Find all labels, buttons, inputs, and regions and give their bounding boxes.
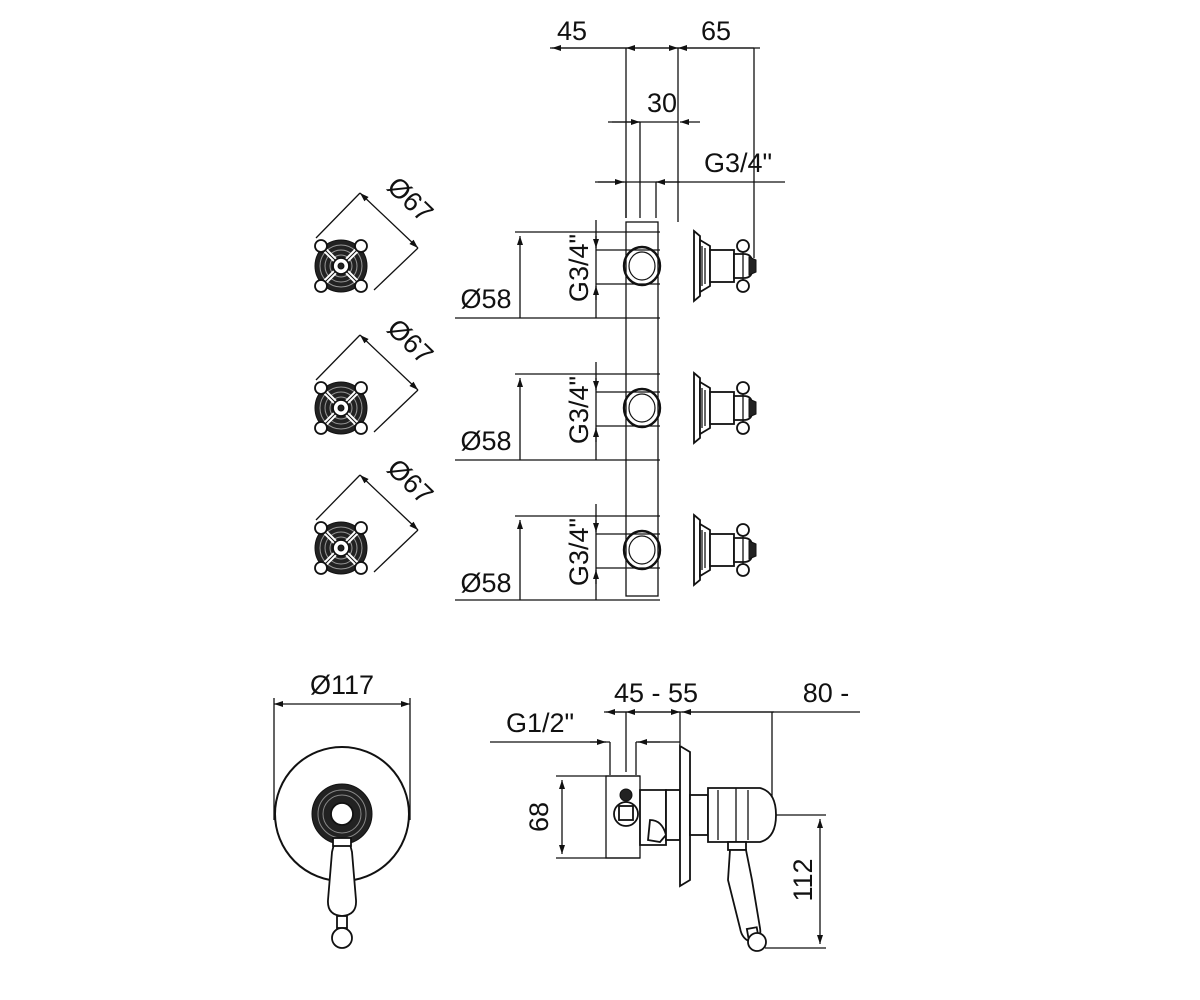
dim-rosette-d67-2: Ø67 xyxy=(381,313,439,370)
dim-thread-g34-vertical-2: G3/4" xyxy=(564,376,594,444)
valve-row-1 xyxy=(455,220,758,319)
dim-range-80: 80 - xyxy=(803,678,850,708)
dim-thread-g34-vertical-1: G3/4" xyxy=(564,234,594,302)
cross-handle-front-2 xyxy=(315,334,419,434)
dim-body-d58-2: Ø58 xyxy=(460,426,511,456)
dim-thread-g34-vertical-3: G3/4" xyxy=(564,518,594,586)
dim-rosette-d67-3: Ø67 xyxy=(381,453,439,510)
dim-thread-g34-horizontal: G3/4" xyxy=(704,148,772,178)
dim-plate-d117: Ø117 xyxy=(310,670,374,700)
cross-handle-front-1 xyxy=(315,192,419,292)
top-dimensions: 45 65 30 G3/4" xyxy=(550,16,785,258)
dim-height-112: 112 xyxy=(788,858,818,901)
dim-top-65: 65 xyxy=(701,16,731,46)
riser-pipe xyxy=(625,221,659,597)
dim-body-d58-1: Ø58 xyxy=(460,284,511,314)
plate-front-view xyxy=(273,698,411,949)
dim-top-45: 45 xyxy=(557,16,587,46)
dim-range-45-55: 45 - 55 xyxy=(614,678,698,708)
dim-rosette-d67-1: Ø67 xyxy=(381,171,439,228)
dim-body-d58-3: Ø58 xyxy=(460,568,511,598)
dim-thread-g12: G1/2" xyxy=(506,708,574,738)
mixer-side-view xyxy=(490,709,860,952)
cross-handle-front-3 xyxy=(315,474,419,574)
dim-top-30: 30 xyxy=(647,88,677,118)
valve-row-3 xyxy=(455,504,758,601)
dim-height-68: 68 xyxy=(524,802,554,832)
valve-row-2 xyxy=(455,362,758,461)
